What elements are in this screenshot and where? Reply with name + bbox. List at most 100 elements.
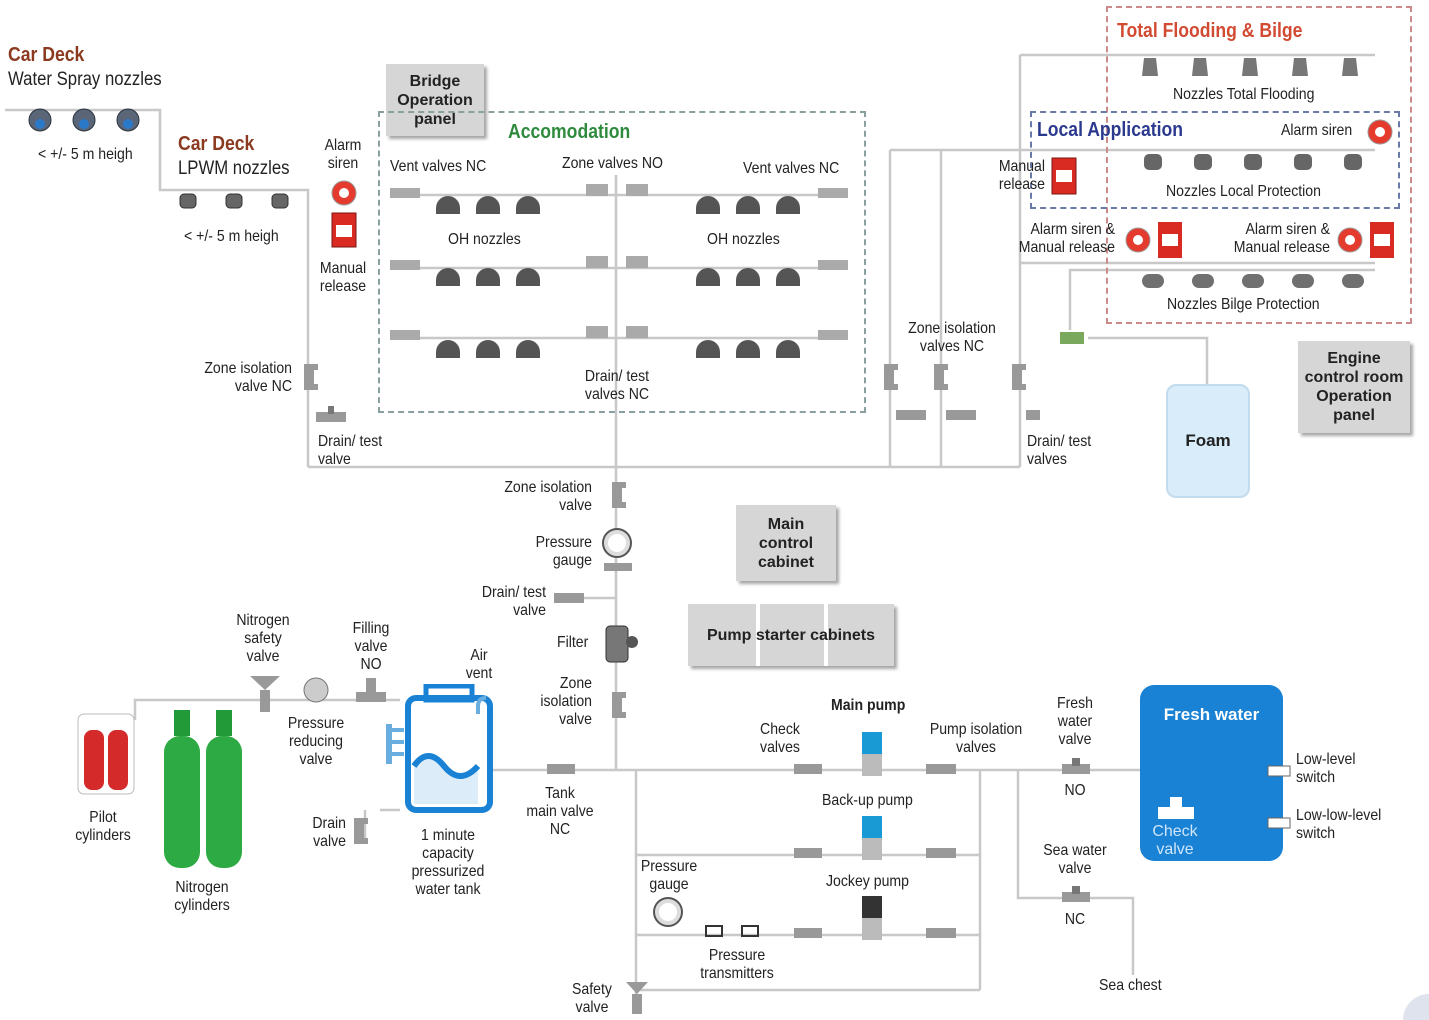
- local-alarm-siren-icon: [1367, 119, 1393, 145]
- oh-nozzles-icon: [390, 184, 848, 358]
- pressure-gauge-transmitters-icon: [653, 897, 759, 937]
- car-deck-lpwm-title: Car Deck: [178, 133, 255, 155]
- low-low-level-switch-label: Low-low-level switch: [1296, 807, 1382, 842]
- engine-panel-label: Engine control room Operation panel: [1304, 350, 1404, 424]
- main-lower-zone-isolation-icon: [612, 692, 626, 718]
- main-pressure-gauge-icon: [602, 528, 632, 571]
- nitrogen-cylinders-label: Nitrogen cylinders: [174, 879, 230, 914]
- bridge-panel-label: Bridge Operation panel: [397, 72, 473, 128]
- pump-starter-cabinets-label: Pump starter cabinets: [706, 626, 876, 644]
- bilge-nozzles-label: Nozzles Bilge Protection: [1167, 296, 1320, 313]
- alarm-siren-left-icon: [331, 180, 357, 248]
- local-alarm-siren-label: Alarm siren: [1281, 122, 1353, 139]
- local-application-title: Local Application: [1037, 119, 1184, 141]
- fresh-water-valve-label: Fresh water valve: [1057, 695, 1093, 748]
- pump-starter-cabinets: Pump starter cabinets: [688, 604, 894, 666]
- sea-water-valve-icon: [1062, 886, 1090, 902]
- tank-main-valve-label: Tank main valve NC: [526, 785, 594, 838]
- fresh-water-tank: Fresh water Check valve: [1140, 685, 1283, 861]
- drain-valve-icon: [354, 818, 368, 844]
- pilot-cylinders-label: Pilot cylinders: [75, 809, 131, 844]
- manual-release-left-label: Manual release: [319, 260, 367, 295]
- lpwm-nozzles-icon: [179, 193, 289, 209]
- drain-test-left-label: Drain/ test valve: [318, 433, 383, 468]
- nitrogen-safety-valve-label: Nitrogen safety valve: [236, 612, 290, 665]
- vent-valves-left-label: Vent valves NC: [390, 158, 487, 175]
- alarm-manual-left-icon: [1125, 222, 1182, 258]
- alarm-manual-left-label: Alarm siren & Manual release: [1018, 221, 1115, 256]
- car-deck-spray-title: Car Deck: [8, 44, 85, 66]
- check-valves-label: Check valves: [760, 721, 800, 756]
- backup-pump-label: Back-up pump: [822, 792, 913, 809]
- pressurized-tank-icon: [386, 684, 493, 813]
- car-deck-spray-subtitle: Water Spray nozzles: [8, 69, 162, 90]
- fresh-water-valve-state: NO: [1064, 782, 1086, 799]
- car-deck-lpwm-subtitle: LPWM nozzles: [178, 158, 290, 179]
- accomodation-zone: [378, 111, 866, 413]
- tank-main-valve-icon: [547, 764, 575, 774]
- bridge-operation-panel: Bridge Operation panel: [386, 64, 484, 136]
- local-manual-release-icon: [1051, 157, 1077, 195]
- engine-operation-panel: Engine control room Operation panel: [1298, 341, 1410, 433]
- oh-nozzles-left-label: OH nozzles: [448, 231, 521, 248]
- alarm-siren-left-label: Alarm siren: [324, 137, 362, 172]
- main-zone-isolation-icon: [612, 482, 626, 508]
- tank-label: 1 minute capacity pressurized water tank: [411, 827, 485, 898]
- total-flooding-nozzles-icon: [1142, 58, 1358, 76]
- drain-test-right-label: Drain/ test valves: [1027, 433, 1092, 468]
- alarm-manual-right-icon: [1337, 222, 1394, 258]
- foam-inductor-icon: [1060, 332, 1084, 344]
- vent-valves-right-label: Vent valves NC: [743, 160, 840, 177]
- fresh-water-title: Fresh water: [1163, 705, 1260, 724]
- total-flooding-title: Total Flooding & Bilge: [1117, 20, 1303, 42]
- accomodation-title: Accomodation: [508, 121, 631, 143]
- main-zone-isolation-label: Zone isolation valve: [504, 479, 592, 514]
- car-deck-lpwm-height: < +/- 5 m heigh: [184, 228, 279, 245]
- safety-valve-icon: [626, 982, 648, 1014]
- drain-valve-label: Drain valve: [312, 815, 346, 850]
- main-control-cabinet: Main control cabinet: [736, 505, 836, 581]
- main-pressure-gauge-label: Pressure gauge: [535, 534, 592, 569]
- zone-isolation-nc-right-label: Zone isolation valves NC: [908, 320, 996, 355]
- main-drain-test-label: Drain/ test valve: [481, 584, 546, 619]
- car-deck-spray-height: < +/- 5 m heigh: [38, 146, 133, 163]
- foam-label: Foam: [1185, 431, 1231, 450]
- total-flooding-zone: [1106, 6, 1412, 324]
- pilot-cylinders-icon: [77, 713, 135, 795]
- local-protection-nozzles-icon: [1144, 154, 1362, 170]
- local-application-zone: [1030, 111, 1400, 209]
- local-manual-release-label: Manual release: [998, 158, 1045, 193]
- zone-valves-label: Zone valves NO: [562, 155, 663, 172]
- filter-label: Filter: [557, 634, 589, 651]
- nitrogen-line-valves-icon: [250, 676, 386, 712]
- main-control-cabinet-label: Main control cabinet: [757, 515, 814, 571]
- drain-test-valve-left-icon: [316, 406, 346, 422]
- pressure-reducing-valve-label: Pressure reducing valve: [287, 715, 345, 768]
- spray-nozzles-icon: [28, 108, 140, 132]
- main-pump-icon: [794, 732, 956, 776]
- foam-tank: Foam: [1166, 384, 1250, 498]
- sea-chest-label: Sea chest: [1099, 977, 1162, 994]
- total-flooding-nozzles-label: Nozzles Total Flooding: [1173, 86, 1315, 103]
- main-drain-test-icon: [554, 593, 584, 603]
- check-valve-icon: [1158, 797, 1194, 819]
- fresh-water-valve-icon: [1062, 758, 1090, 774]
- level-switches-icon: [1267, 765, 1291, 829]
- pressure-gauge-lower-label: Pressure gauge: [640, 858, 698, 893]
- air-vent-label: Air vent: [465, 647, 493, 682]
- sea-water-valve-state: NC: [1064, 911, 1086, 928]
- pump-isolation-valves-label: Pump isolation valves: [929, 721, 1023, 756]
- nitrogen-cylinders-icon: [164, 710, 242, 868]
- low-level-switch-label: Low-level switch: [1296, 751, 1356, 786]
- right-zone-valves-icon: [884, 364, 1040, 420]
- pressure-transmitters-label: Pressure transmitters: [700, 947, 774, 982]
- zone-isolation-valve-left-icon: [304, 364, 318, 390]
- main-lower-zone-isolation-label: Zone isolation valve: [540, 675, 592, 728]
- jockey-pump-icon: [794, 896, 956, 940]
- alarm-manual-right-label: Alarm siren & Manual release: [1233, 221, 1330, 256]
- backup-pump-icon: [794, 816, 956, 860]
- bilge-nozzles-icon: [1142, 274, 1364, 288]
- accomodation-drain-test-label: Drain/ test valves NC: [584, 368, 650, 403]
- filling-valve-label: Filling valve NO: [352, 620, 390, 673]
